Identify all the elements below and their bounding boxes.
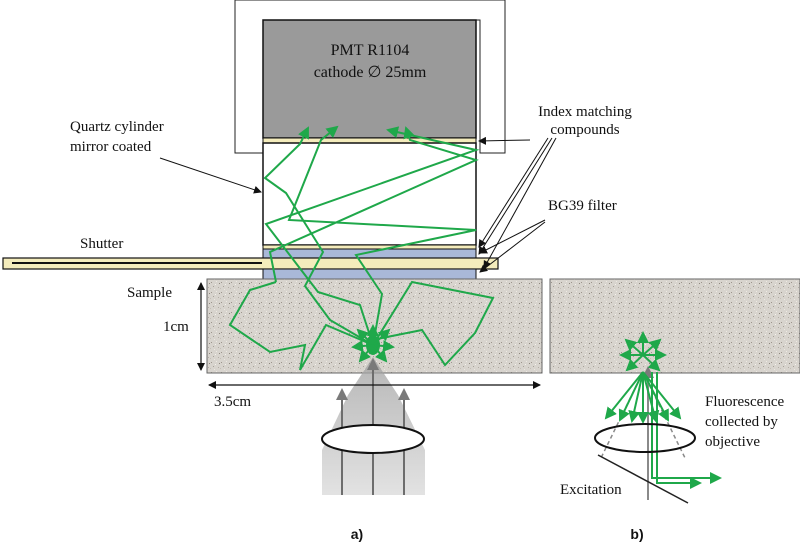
excitation-label: Excitation [560,482,622,498]
fluorescence-label-line2: collected by [705,414,778,430]
objective-lens-a [321,424,425,454]
index-matching-label-line2: compounds [550,122,619,138]
emission-source-b [619,331,667,372]
height-dimension-label: 1cm [163,319,189,335]
width-dimension-label: 3.5cm [214,394,251,410]
quartz-label-line1: Quartz cylinder [70,119,164,135]
objective-lens-b [594,423,696,453]
shutter-label: Shutter [80,236,123,252]
index-matching-layer-mid [262,244,477,250]
fluorescence-rays-a [228,125,495,371]
shutter [2,257,499,270]
panel-a-label: a) [351,526,363,542]
quartz-cylinder [262,142,477,246]
collected-rays-b [604,371,722,489]
bg39-leaders [479,219,546,273]
quartz-leader [159,157,262,194]
index-matching-leaders [478,136,557,269]
fluorescence-label-line1: Fluorescence [705,394,784,410]
sample-label: Sample [127,285,172,301]
pmt-label-line1: PMT R1104 [331,42,410,59]
bg39-label: BG39 filter [548,198,617,214]
sample-block-a [206,278,543,374]
panel-b-label: b) [630,526,643,542]
emission-source-a [351,324,395,363]
sample-block-b [549,278,800,374]
excitation-mirror-b [597,454,689,504]
index-matching-label-line1: Index matching [538,104,632,120]
quartz-label-line2: mirror coated [70,139,152,155]
fluorescence-label-line3: objective [705,434,760,450]
bg39-filter-upper [262,248,477,259]
pmt-tube: PMT R1104 cathode ∅ 25mm [262,19,477,139]
pmt-label-line2: cathode ∅ 25mm [314,64,427,81]
